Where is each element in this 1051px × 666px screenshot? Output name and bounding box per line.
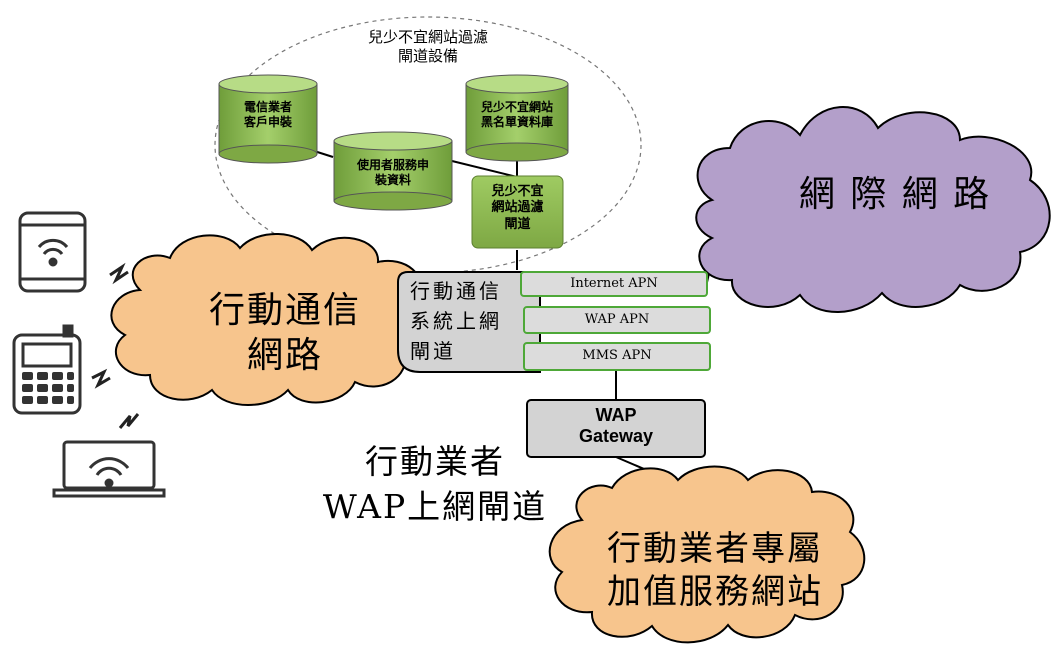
apn-mms-label: MMS APN — [582, 348, 652, 363]
gateway-box — [397, 271, 541, 373]
db-telecom — [218, 74, 318, 164]
db-user-service — [333, 131, 453, 211]
signal-icon — [109, 262, 129, 285]
caption: 行動業者 WAP上網閘道 — [322, 442, 548, 526]
wap-gateway-box — [526, 399, 706, 458]
signal-icon — [91, 368, 111, 389]
db-blacklist — [465, 74, 569, 162]
vas-sites-label: 行動業者專屬 加值服務網站 — [607, 529, 823, 612]
db-user-service-label: 使用者服務申 裝資料 — [356, 158, 429, 187]
apn-internet-label: Internet APN — [570, 276, 658, 291]
apn-internet-box — [520, 271, 708, 297]
db-blacklist-label: 兒少不宜網站 黑名單資料庫 — [480, 100, 553, 129]
apn-wap-box — [523, 306, 711, 334]
signal-icon — [118, 413, 140, 429]
gateway-label: 行動通信 系統上網 閘道 — [410, 279, 502, 363]
filter-group-outline — [214, 16, 642, 274]
db-telecom-label: 電信業者 客戶申裝 — [243, 100, 292, 129]
wap-gateway-label: WAP Gateway — [578, 405, 654, 446]
filter-gateway-box — [471, 175, 564, 249]
vas-sites-cloud — [548, 465, 866, 644]
internet-cloud — [695, 106, 1051, 313]
laptop-wifi-icon — [52, 440, 166, 498]
filter-gateway-label: 兒少不宜 網站過濾 閘道 — [491, 184, 544, 232]
apn-wap-label: WAP APN — [584, 312, 650, 327]
mobile-network-label: 行動通信 網路 — [208, 290, 361, 376]
internet-cloud-label: 網 際 網 路 — [798, 174, 992, 215]
feature-phone-icon — [12, 324, 82, 415]
filter-group-title: 兒少不宜網站過濾 閘道設備 — [367, 28, 488, 65]
apn-mms-box — [523, 342, 711, 371]
tablet-wifi-icon — [18, 211, 87, 293]
